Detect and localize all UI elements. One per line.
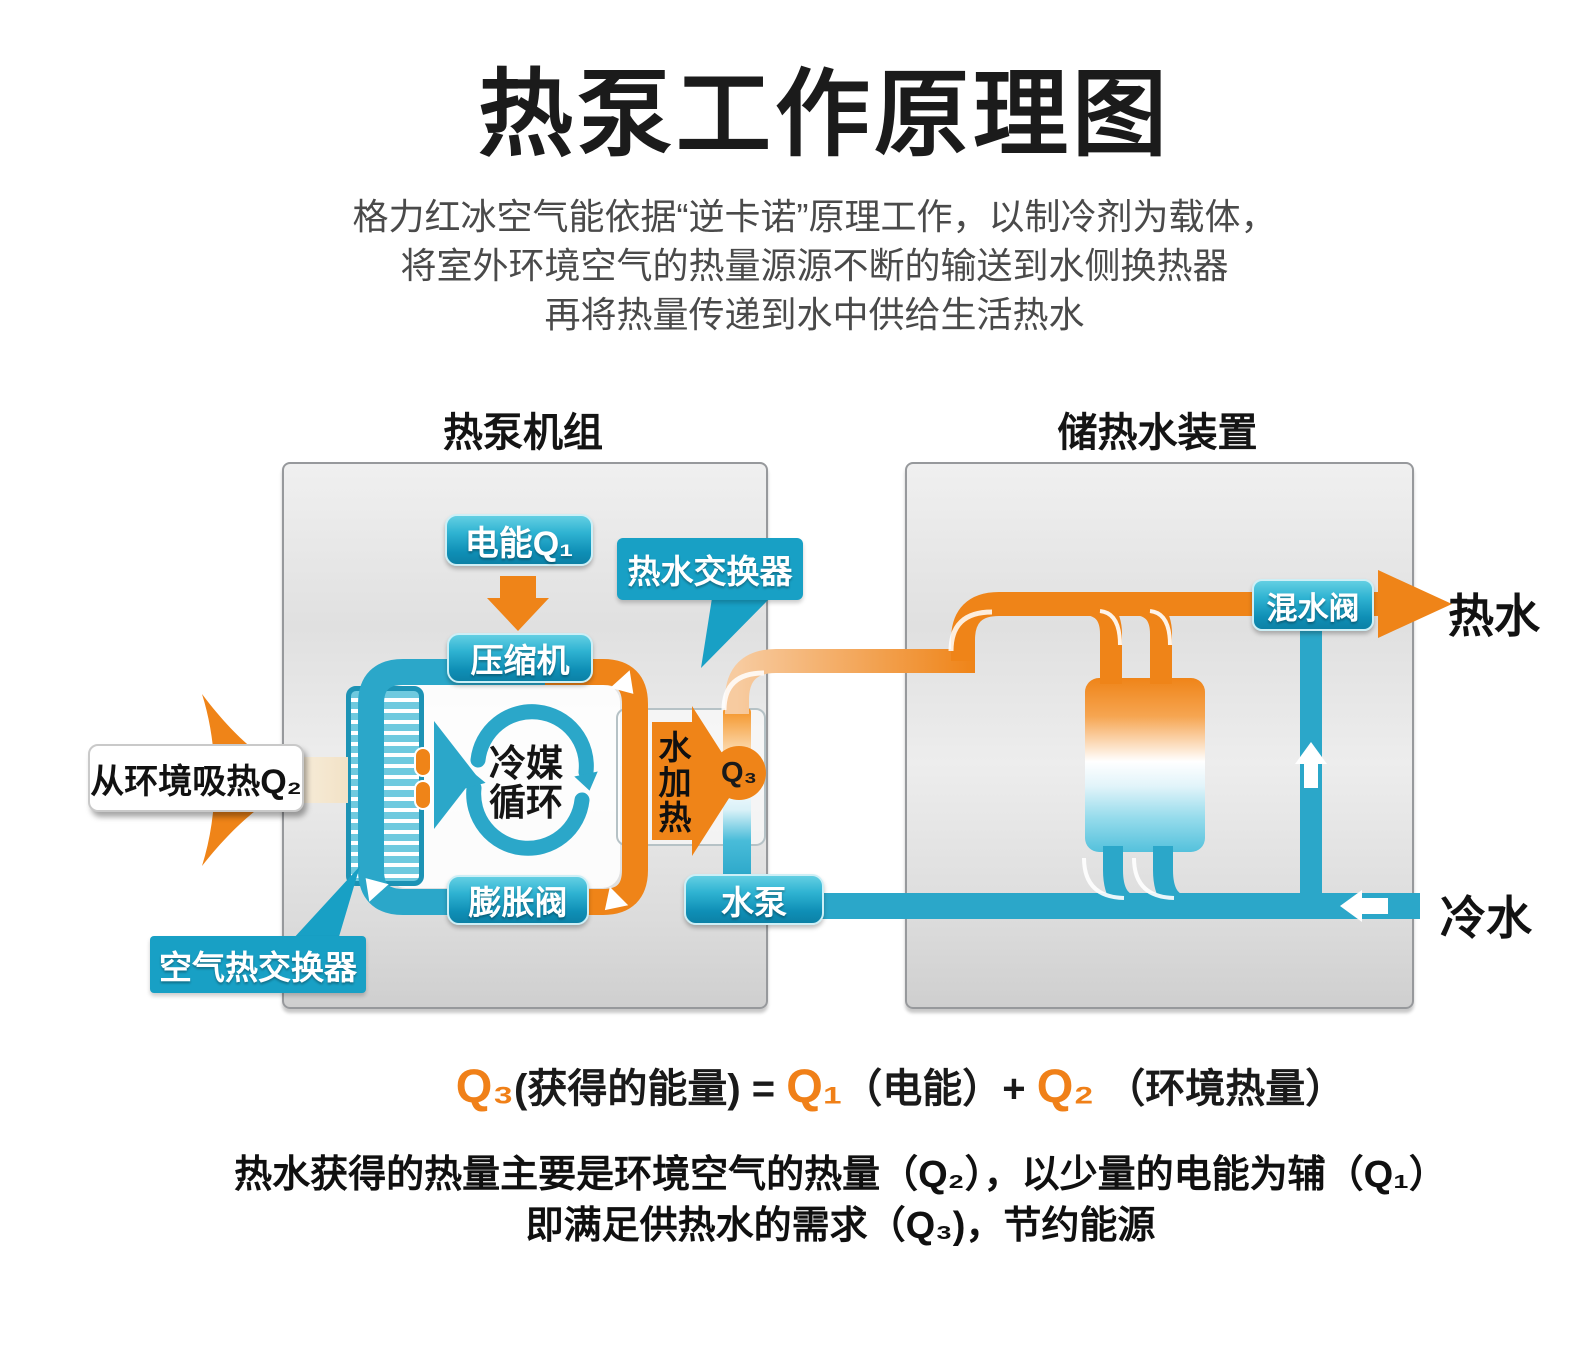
formula-q3: Q₃ bbox=[455, 1059, 514, 1112]
formula-part1: (获得的能量) = bbox=[514, 1067, 787, 1111]
subtitle-line-2: 将室外环境空气的热量源源不断的输送到水侧换热器 bbox=[400, 245, 1229, 286]
storage-tank bbox=[1085, 678, 1205, 852]
subtitle-line-1: 格力红冰空气能依据“逆卡诺”原理工作，以制冷剂为载体， bbox=[352, 196, 1277, 237]
refrigerant-cycle-line1: 冷媒 bbox=[489, 743, 563, 784]
formula-q1: Q₁ bbox=[786, 1059, 843, 1112]
hot-water-label: 热水 bbox=[1448, 590, 1540, 642]
footer-line-1: 热水获得的热量主要是环境空气的热量（Q₂），以少量的电能为辅（Q₁） bbox=[234, 1154, 1447, 1196]
formula-part2: （电能）+ bbox=[842, 1067, 1037, 1111]
expansion-valve-pill: 膨胀阀 bbox=[447, 875, 589, 925]
subtitle: 格力红冰空气能依据“逆卡诺”原理工作，以制冷剂为载体， 将室外环境空气的热量源源… bbox=[24, 192, 1581, 339]
q3-badge: Q₃ bbox=[712, 746, 766, 800]
storage-unit-title: 储热水装置 bbox=[1057, 411, 1258, 455]
energy-formula: Q₃ (获得的能量) = Q₁ （电能）+ Q₂ （环境热量） bbox=[220, 1056, 1581, 1114]
electric-energy-pill: 电能Q₁ bbox=[445, 514, 593, 566]
formula-part3: （环境热量） bbox=[1094, 1067, 1346, 1111]
refrigerant-cycle-text: 冷媒 循环 bbox=[468, 744, 584, 822]
cold-water-label: 冷水 bbox=[1440, 892, 1532, 944]
footer-note: 热水获得的热量主要是环境空气的热量（Q₂），以少量的电能为辅（Q₁） 即满足供热… bbox=[50, 1150, 1581, 1252]
air-heat-exchanger-callout: 空气热交换器 bbox=[150, 936, 366, 993]
subtitle-line-3: 再将热量传递到水中供给生活热水 bbox=[544, 294, 1085, 335]
air-heat-exchanger-coil bbox=[346, 686, 424, 886]
compressor-pill: 压缩机 bbox=[447, 633, 593, 683]
hot-water-exchanger-callout: 热水交换器 bbox=[617, 538, 803, 600]
heat-pump-unit-title: 热泵机组 bbox=[443, 411, 603, 455]
water-pump-pill: 水泵 bbox=[684, 874, 824, 925]
water-heating-text: 水加热 bbox=[654, 729, 691, 835]
mixing-valve-pill: 混水阀 bbox=[1252, 579, 1374, 631]
footer-line-2: 即满足供热水的需求（Q₃)，节约能源 bbox=[525, 1205, 1156, 1247]
page-title: 热泵工作原理图 bbox=[477, 62, 1171, 168]
ambient-heat-label: 从环境吸热Q₂ bbox=[88, 744, 304, 812]
refrigerant-cycle-line2: 循环 bbox=[489, 782, 563, 823]
formula-q2: Q₂ bbox=[1036, 1059, 1095, 1112]
